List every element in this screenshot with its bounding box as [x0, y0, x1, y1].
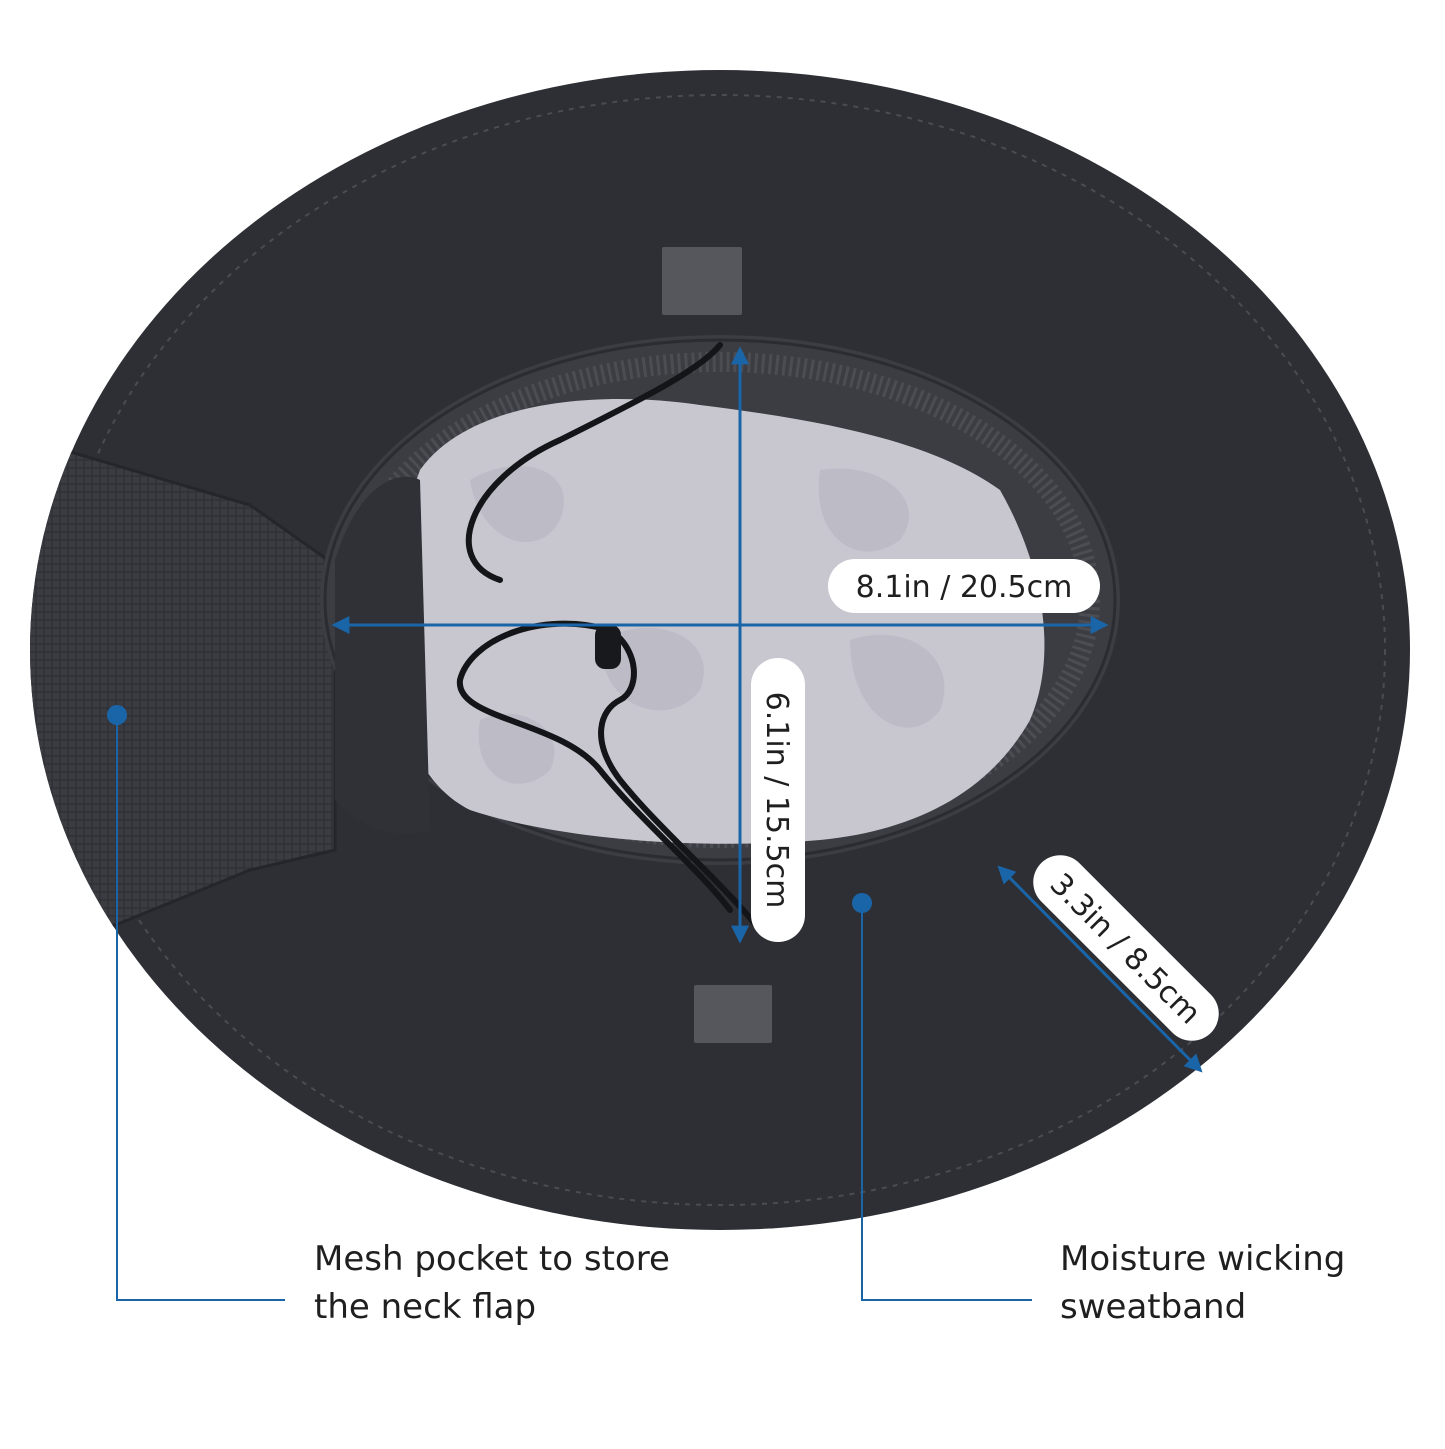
svg-text:6.1in / 15.5cm: 6.1in / 15.5cm	[759, 692, 794, 909]
velcro-patch-bottom	[694, 985, 772, 1043]
length-label: 6.1in / 15.5cm	[751, 658, 805, 942]
mesh-pocket-leader	[116, 715, 285, 1301]
velcro-patch-top	[662, 247, 742, 315]
sweatband-leader	[861, 903, 1032, 1301]
mesh-pocket-callout-line2: the neck flap	[314, 1287, 537, 1327]
sweatband-callout-line2: sweatband	[1060, 1287, 1247, 1327]
drawstring	[465, 342, 723, 583]
mesh-pocket	[30, 440, 335, 960]
brim-stitching	[54, 94, 1386, 1206]
sweatband-callout: Moisture wicking sweatband	[1060, 1235, 1345, 1331]
svg-text:8.1in / 20.5cm: 8.1in / 20.5cm	[856, 570, 1073, 605]
neck-flap-fold	[335, 476, 430, 834]
width-label: 8.1in / 20.5cm	[828, 559, 1100, 613]
sweatband-callout-line1: Moisture wicking	[1060, 1239, 1346, 1279]
mesh-pocket-callout-line1: Mesh pocket to store	[314, 1239, 670, 1279]
mesh-pocket-callout: Mesh pocket to store the neck flap	[314, 1235, 670, 1331]
inner-lining	[394, 398, 1045, 844]
cord-lock	[595, 625, 621, 669]
brim-measure-line	[997, 865, 1203, 1073]
